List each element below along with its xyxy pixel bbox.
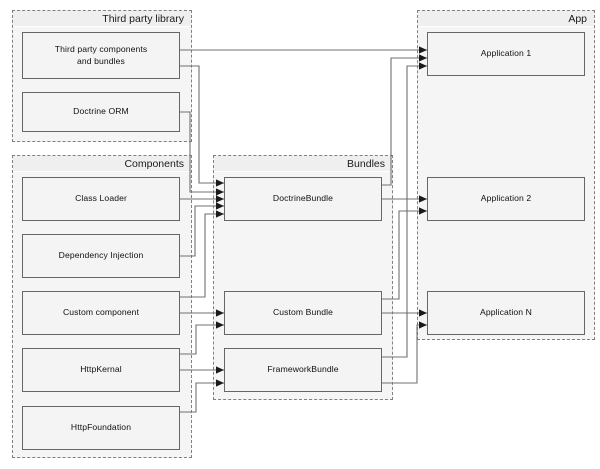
node-application-2[interactable]: Application 2 [427, 177, 585, 221]
node-label: FrameworkBundle [267, 364, 339, 375]
node-label: Application 1 [480, 48, 532, 59]
group-title-third-party-library: Third party library [13, 11, 191, 27]
node-label: Custom component [62, 307, 140, 318]
node-custom-component[interactable]: Custom component [22, 291, 180, 335]
node-label: DoctrineBundle [272, 193, 334, 204]
node-application-1[interactable]: Application 1 [427, 32, 585, 76]
group-title-bundles: Bundles [214, 156, 392, 172]
node-class-loader[interactable]: Class Loader [22, 177, 180, 221]
node-dependency-injection[interactable]: Dependency Injection [22, 234, 180, 278]
node-label: Application N [480, 307, 532, 318]
node-application-n[interactable]: Application N [427, 291, 585, 335]
node-http-foundation[interactable]: HttpFoundation [22, 406, 180, 450]
node-label-line1: Third party components [54, 43, 148, 54]
node-doctrine-bundle[interactable]: DoctrineBundle [224, 177, 382, 221]
node-custom-bundle[interactable]: Custom Bundle [224, 291, 382, 335]
node-label: Custom Bundle [272, 307, 334, 318]
node-label-line2: and bundles [77, 55, 125, 66]
node-third-party-components-and-bundles[interactable]: Third party components and bundles [22, 32, 180, 79]
node-label: HttpFoundation [70, 422, 132, 433]
group-title-app: App [418, 11, 594, 27]
node-doctrine-orm[interactable]: Doctrine ORM [22, 92, 180, 132]
node-label: Doctrine ORM [73, 106, 129, 117]
node-label: Dependency Injection [58, 250, 144, 261]
group-title-components: Components [13, 156, 191, 172]
node-framework-bundle[interactable]: FrameworkBundle [224, 348, 382, 392]
node-http-kernal[interactable]: HttpKernal [22, 348, 180, 392]
node-label: Application 2 [480, 193, 532, 204]
node-label: HttpKernal [80, 364, 122, 375]
node-label: Class Loader [75, 193, 127, 204]
